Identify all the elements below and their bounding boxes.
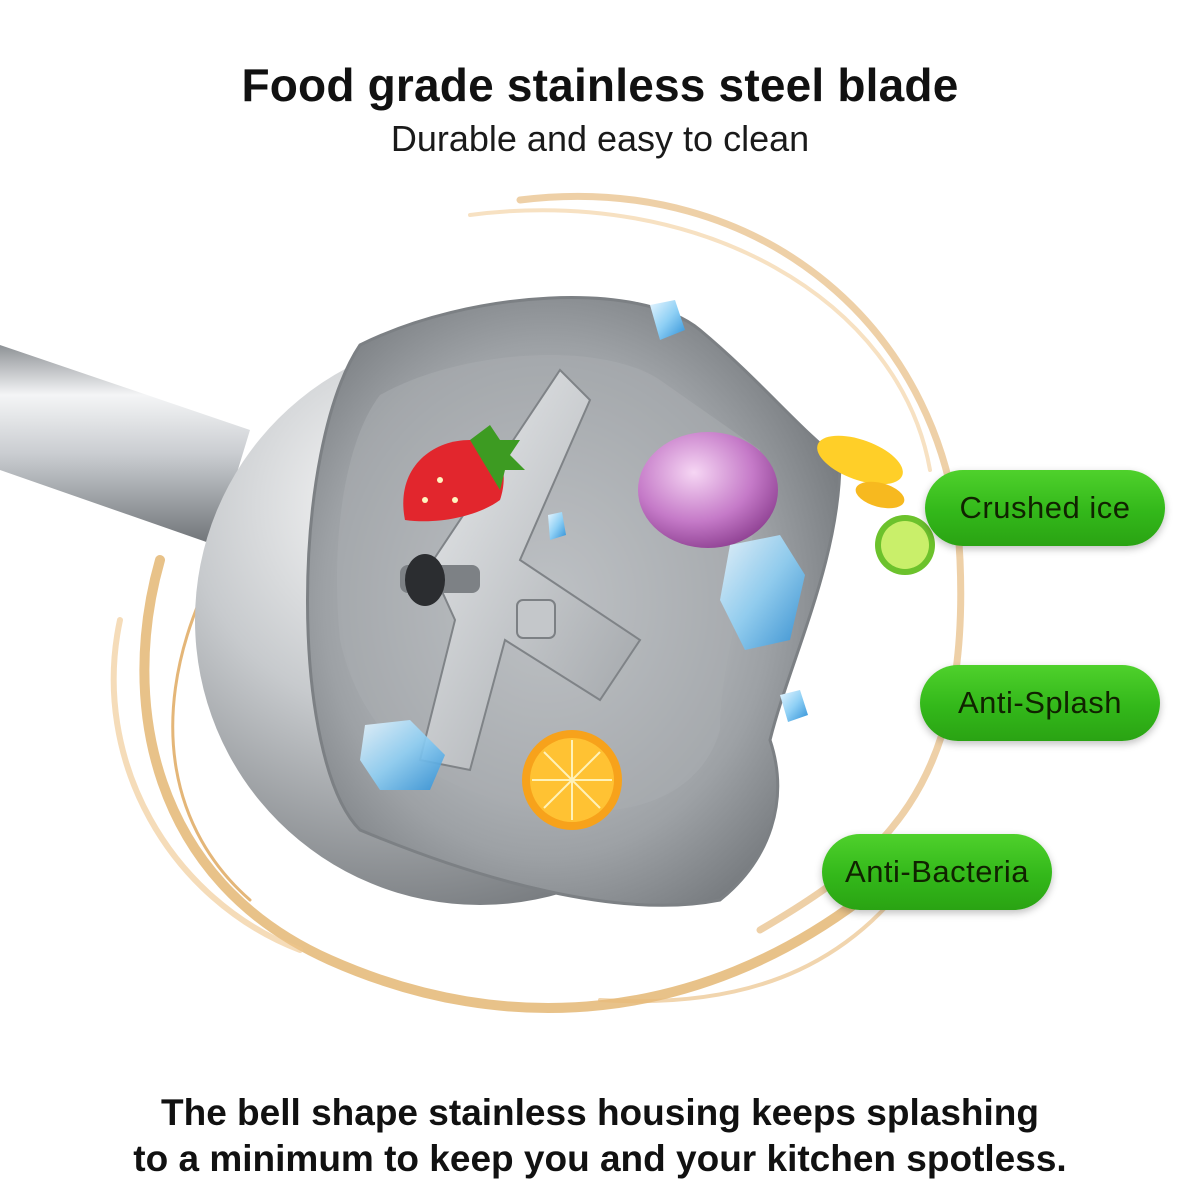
page-title: Food grade stainless steel blade: [241, 59, 959, 111]
feature-badge-anti-bacteria: Anti-Bacteria: [822, 834, 1052, 910]
orange-slice-image: [522, 730, 622, 830]
feature-label: Anti-Bacteria: [845, 854, 1029, 889]
feature-badge-anti-splash: Anti-Splash: [920, 665, 1160, 741]
page-subtitle: Durable and easy to clean: [390, 118, 810, 159]
footer-line-2: to a minimum to keep you and your kitche…: [133, 1138, 1067, 1179]
footer-description: The bell shape stainless housing keeps s…: [0, 1090, 1200, 1182]
lemon-slice-image: [817, 435, 905, 509]
feature-label: Crushed ice: [959, 490, 1131, 525]
ice-cube-images: [360, 300, 808, 790]
footer-line-1: The bell shape stainless housing keeps s…: [161, 1092, 1039, 1133]
feature-badge-crushed-ice: Crushed ice: [925, 470, 1165, 546]
blender-shaft: [0, 345, 250, 545]
blade: [400, 368, 642, 772]
onion-image: [638, 432, 778, 548]
feature-label: Anti-Splash: [957, 685, 1123, 720]
lime-slice-image: [875, 515, 935, 575]
blender-blade-illustration: [0, 192, 965, 1013]
strawberry-image: [403, 425, 525, 522]
